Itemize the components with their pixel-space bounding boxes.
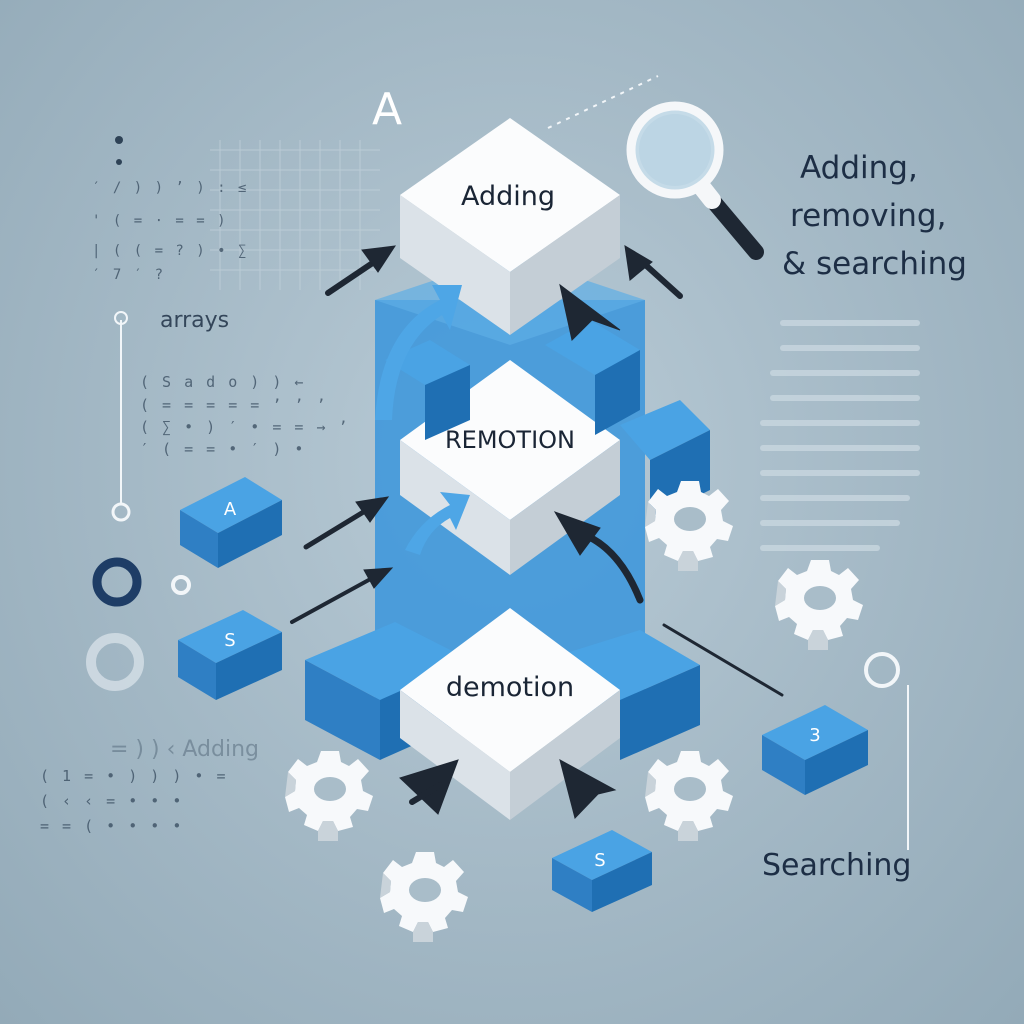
code-noise-line: ′ ( = = • ′ ) • (140, 440, 306, 458)
code-noise-line: = = ( • • • • (40, 817, 184, 835)
left-timeline-decor (111, 136, 131, 522)
searching-label: Searching (762, 848, 912, 883)
code-noise-line: ( ∑ • ) ′ • = = → ’ (140, 418, 350, 436)
box-label-bottom: demotion (446, 672, 574, 703)
code-noise-line: ′ / ) ) ’ ) : ≤ (92, 180, 249, 196)
gear-icon (775, 560, 863, 650)
arrow-icon (290, 245, 784, 819)
code-noise-line: ' ( = ⋅ = = ) (92, 213, 228, 229)
ghost-text: = ) ) ‹ Adding (110, 737, 259, 762)
box-label-top: Adding (461, 181, 555, 212)
caption-line-2: removing, (790, 198, 947, 234)
code-noise-line: ( ‹ ‹ = • • • (40, 792, 184, 810)
code-noise-line: ′ 7 ′ ? (92, 267, 166, 283)
right-timeline-decor (864, 652, 909, 850)
caption-line-3: & searching (782, 246, 967, 282)
background-dots-right (760, 320, 920, 551)
caption-line-1: Adding, (800, 150, 918, 186)
arrays-label: arrays (160, 308, 230, 333)
dashed-connector (547, 75, 659, 129)
background-grid-left (210, 140, 380, 290)
cube-s-bottom (552, 830, 652, 912)
code-noise-line: | ( ( = ? ) • ∑ (92, 243, 249, 259)
cube-label-a: A (224, 499, 237, 520)
ring-icon (86, 557, 191, 691)
code-noise-line: ( S a d o ) ) ← (140, 373, 306, 391)
blue-curved-arrows (375, 285, 470, 555)
decor-letter: A (372, 84, 403, 135)
box-bottom (305, 608, 700, 820)
box-top (385, 118, 640, 440)
box-label-middle: REMOTION (445, 426, 575, 454)
cube-s-left (178, 610, 282, 700)
cube-label-three: 3 (809, 725, 820, 746)
cube-label-s-left: S (224, 630, 235, 651)
gear-icon (285, 751, 373, 841)
cube-a (180, 477, 282, 568)
gear-icon (645, 751, 733, 841)
gear-icon (380, 852, 468, 942)
cube-three (762, 705, 868, 795)
magnifier-icon (626, 101, 764, 260)
code-noise-line: ( 1 = • ) ) ) • = (40, 767, 228, 785)
code-noise-line: ( = = = = = ’ ’ ’ (140, 396, 328, 414)
cube-label-s-bottom: S (594, 850, 605, 871)
gear-icon (645, 481, 733, 571)
